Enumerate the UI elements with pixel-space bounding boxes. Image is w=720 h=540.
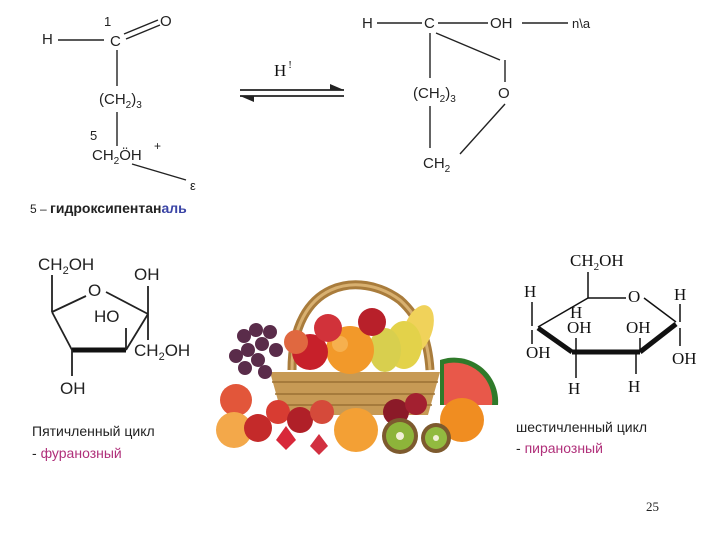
pyranose-oh-left: OH [526,343,551,362]
furanose-ch2oh-top: CH2OH [38,255,94,277]
c1-number: 1 [104,14,111,29]
pyranose-structure: CH2OH H O H OH H OH OH OH H [524,251,697,398]
pyranose-caption-line2: - пиранозный [516,440,603,456]
pyranose-o-ring: O [628,287,640,306]
cyc-chain-label: (CH2)3 [413,85,456,105]
pyranose-h-inner: H [570,303,582,322]
furanose-caption-type: фуранозный [40,445,122,461]
open-c-label: C [110,33,121,50]
compound-name: 5 – гидроксипентаналь [30,200,187,216]
pyranose-ch2oh: CH2OH [570,251,624,273]
pyranose-h-top-right: H [674,285,686,304]
pyranose-caption-type: пиранозный [524,440,603,456]
pyranose-oh-inner-right: OH [626,318,651,337]
furanose-structure: CH2OH OH O HO CH2OH OH [38,255,190,398]
cyc-oh-label: OH [490,15,513,32]
pyranose-h-top-left: H [524,282,536,301]
catalyst-label: H! [274,59,292,80]
cyc-h-label: H [362,15,373,32]
open-ch2-label: CH2ÖH [92,146,142,167]
open-chain-label: (CH2)3 [99,91,142,111]
pyranose-h-bottom-left: H [568,379,580,398]
compound-name-main: гидроксипентан [50,200,162,216]
furanose-caption-dash: - [32,445,37,461]
plus-charge: + [154,139,161,153]
pyranose-caption-line1: шестичленный цикл [516,419,648,435]
furanose-caption-line1: Пятичленный цикл [32,423,155,439]
pyranose-oh-inner: OH [567,318,592,337]
compound-name-suffix: аль [161,200,187,216]
cyc-c-label: C [424,15,435,32]
furanose-o-ring: O [88,281,101,300]
c5-number: 5 [90,128,97,143]
furanose-oh-bottom: OH [60,379,86,398]
page-number: 25 [646,499,659,514]
cyclic-structure: H C OH n\a O (CH2)3 CH2 [362,15,591,175]
furanose-caption-line2: - фуранозный [32,445,122,461]
fruit-basket-image [216,280,499,455]
pyranose-caption-dash: - [516,440,521,456]
epsilon-label: ε [190,178,196,193]
furanose-oh-top: OH [134,265,160,284]
compound-name-prefix: 5 – [30,202,47,216]
furanose-ch2oh-right: CH2OH [134,341,190,363]
open-chain-structure: H 1 C O (CH2)3 5 CH2ÖH + ε [42,13,196,193]
equilibrium-arrows: H! [240,59,344,102]
open-o-label: O [160,13,172,30]
cyc-o-label: O [498,85,510,102]
cyc-ch2-label: CH2 [423,155,451,175]
furanose-ho-mid: HO [94,307,120,326]
open-h-label: H [42,31,53,48]
alpha-label: n\a [572,16,591,31]
pyranose-h-bottom-right: H [628,377,640,396]
pyranose-oh-right: OH [672,349,697,368]
